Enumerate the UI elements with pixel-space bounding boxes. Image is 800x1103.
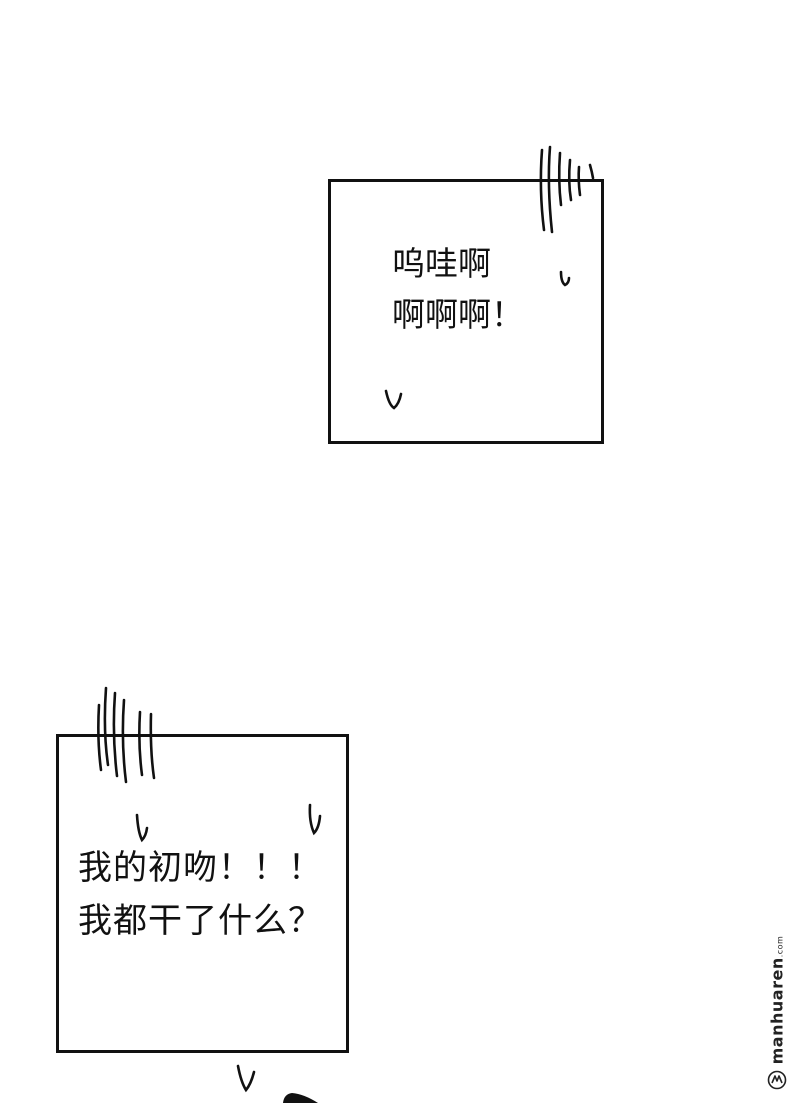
manhuaren-logo-icon bbox=[767, 1070, 787, 1090]
panel-2-tremble-mark-3 bbox=[236, 1064, 256, 1093]
watermark-text: manhuaren.com bbox=[767, 935, 787, 1065]
watermark: manhuaren.com bbox=[764, 924, 790, 1094]
panel-2-caption: 我的初吻！！！ 我都干了什么？ bbox=[78, 842, 323, 947]
panel-1-caption-line-1: 呜哇啊 bbox=[392, 244, 491, 283]
panel-2-caption-line-2: 我都干了什么？ bbox=[78, 900, 323, 941]
panel-1-caption: 呜哇啊 啊啊啊！ bbox=[392, 238, 524, 340]
hair-fragment bbox=[283, 1093, 318, 1103]
panel-1-caption-line-2: 啊啊啊！ bbox=[392, 295, 524, 335]
comic-panel-1 bbox=[328, 179, 604, 444]
panel-2-caption-line-1: 我的初吻！！！ bbox=[78, 848, 323, 888]
comic-panel-2 bbox=[56, 734, 349, 1053]
